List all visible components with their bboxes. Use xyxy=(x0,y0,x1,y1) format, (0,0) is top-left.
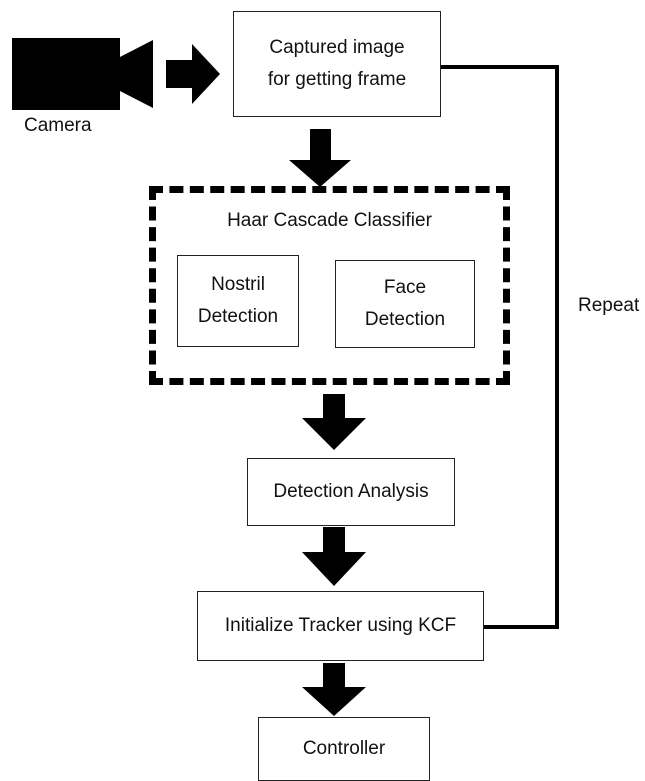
detection-analysis-box: Detection Analysis xyxy=(247,458,455,526)
arrow-capture-to-haar xyxy=(289,129,351,187)
haar-cascade-title: Haar Cascade Classifier xyxy=(227,210,432,231)
arrow-tracker-to-controller xyxy=(302,663,366,716)
video-camera-icon xyxy=(12,38,153,110)
arrow-camera-to-capture xyxy=(166,44,220,104)
haar-cascade-group xyxy=(149,186,510,385)
nostril-detection-box: Nostril Detection xyxy=(177,255,299,347)
arrow-haar-to-analysis xyxy=(302,394,366,450)
captured-image-box: Captured image for getting frame xyxy=(233,11,441,117)
repeat-label: Repeat xyxy=(578,295,640,316)
face-detection-box: Face Detection xyxy=(335,260,475,348)
controller-box: Controller xyxy=(258,717,430,781)
camera-label: Camera xyxy=(24,115,92,136)
arrow-analysis-to-tracker xyxy=(302,527,366,586)
initialize-tracker-box: Initialize Tracker using KCF xyxy=(197,591,484,661)
repeat-loop-line xyxy=(440,65,559,629)
